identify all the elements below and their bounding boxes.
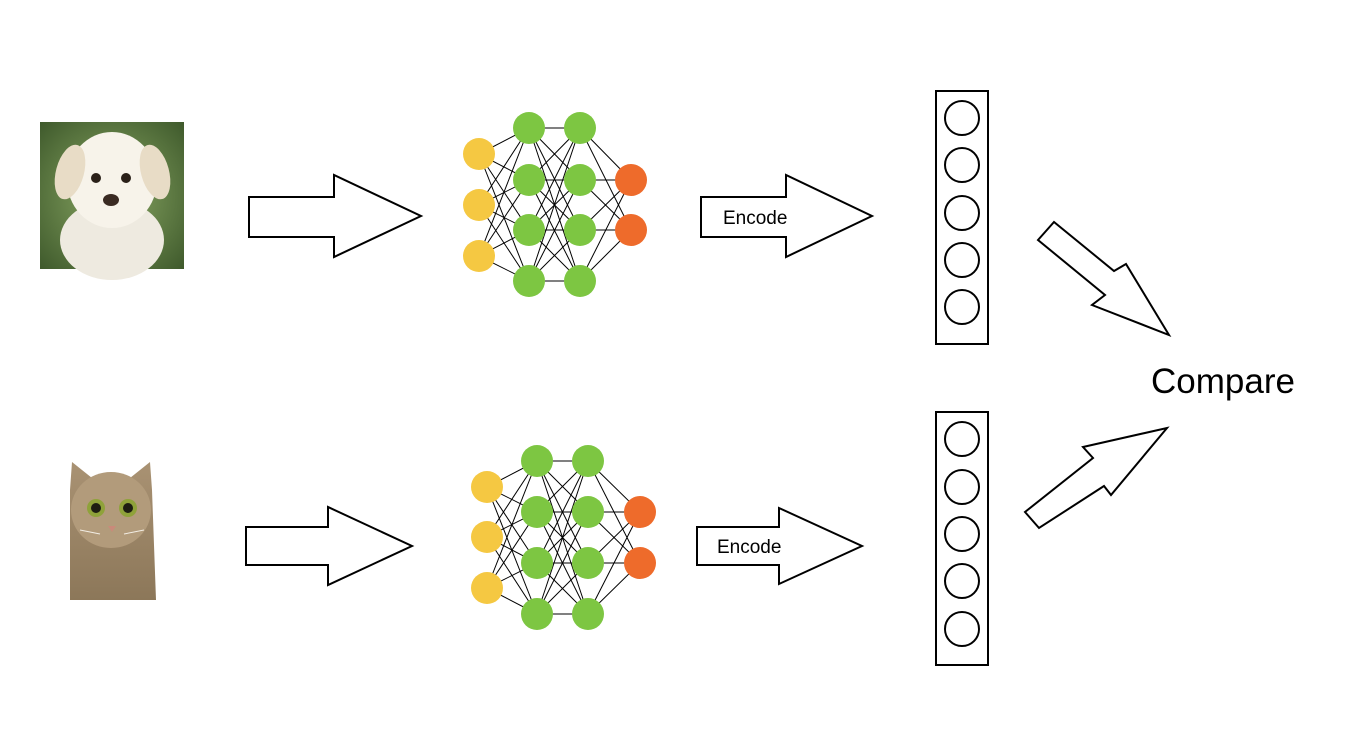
hidden-node [513, 164, 545, 196]
input-arrow-top [248, 173, 424, 259]
input-node [471, 471, 503, 503]
network-connection [478, 127, 530, 257]
neural-network-top [463, 112, 647, 297]
network-connection [528, 127, 581, 231]
network-connection [536, 460, 589, 615]
hidden-node [521, 598, 553, 630]
output-node [615, 164, 647, 196]
encode-arrow-top: Encode [700, 173, 875, 259]
hidden-node [572, 496, 604, 528]
embedding-slot [944, 147, 980, 183]
cat-image [70, 462, 156, 600]
hidden-node [572, 547, 604, 579]
encode-arrow-bottom: Encode [696, 506, 865, 586]
input-arrow-bottom [245, 505, 415, 587]
embedding-slot [944, 289, 980, 325]
hidden-node [521, 547, 553, 579]
hidden-node [521, 445, 553, 477]
input-node [463, 138, 495, 170]
network-connection [579, 179, 632, 282]
output-node [624, 547, 656, 579]
hidden-node [564, 214, 596, 246]
embedding-slot [944, 195, 980, 231]
embedding-slot [944, 242, 980, 278]
hidden-node [564, 164, 596, 196]
embedding-slot [944, 469, 980, 505]
network-connection [486, 460, 538, 589]
embedding-vector-bottom [935, 411, 989, 666]
embedding-slot [944, 611, 980, 647]
network-connection [528, 127, 581, 282]
compare-arrow-top [1036, 220, 1172, 338]
hidden-node [513, 214, 545, 246]
network-connection [587, 511, 641, 615]
input-node [463, 240, 495, 272]
hidden-node [513, 112, 545, 144]
network-connection [528, 179, 581, 282]
encode-label-top: Encode [723, 208, 787, 229]
output-node [624, 496, 656, 528]
network-connection [579, 127, 632, 231]
embedding-slot [944, 100, 980, 136]
puppy-image [40, 122, 184, 280]
input-node [463, 189, 495, 221]
input-node [471, 521, 503, 553]
output-node [615, 214, 647, 246]
compare-label: Compare [1151, 362, 1295, 401]
hidden-node [513, 265, 545, 297]
neural-network-bottom [471, 445, 656, 630]
network-connection [536, 511, 589, 615]
hidden-node [521, 496, 553, 528]
embedding-slot [944, 421, 980, 457]
hidden-node [564, 265, 596, 297]
encode-label-bottom: Encode [717, 537, 781, 558]
embedding-slot [944, 516, 980, 552]
hidden-node [572, 445, 604, 477]
input-node [471, 572, 503, 604]
embedding-vector-top [935, 90, 989, 345]
compare-arrow-bottom [1023, 426, 1170, 530]
embedding-slot [944, 563, 980, 599]
hidden-node [564, 112, 596, 144]
hidden-node [572, 598, 604, 630]
network-connection [536, 460, 589, 564]
